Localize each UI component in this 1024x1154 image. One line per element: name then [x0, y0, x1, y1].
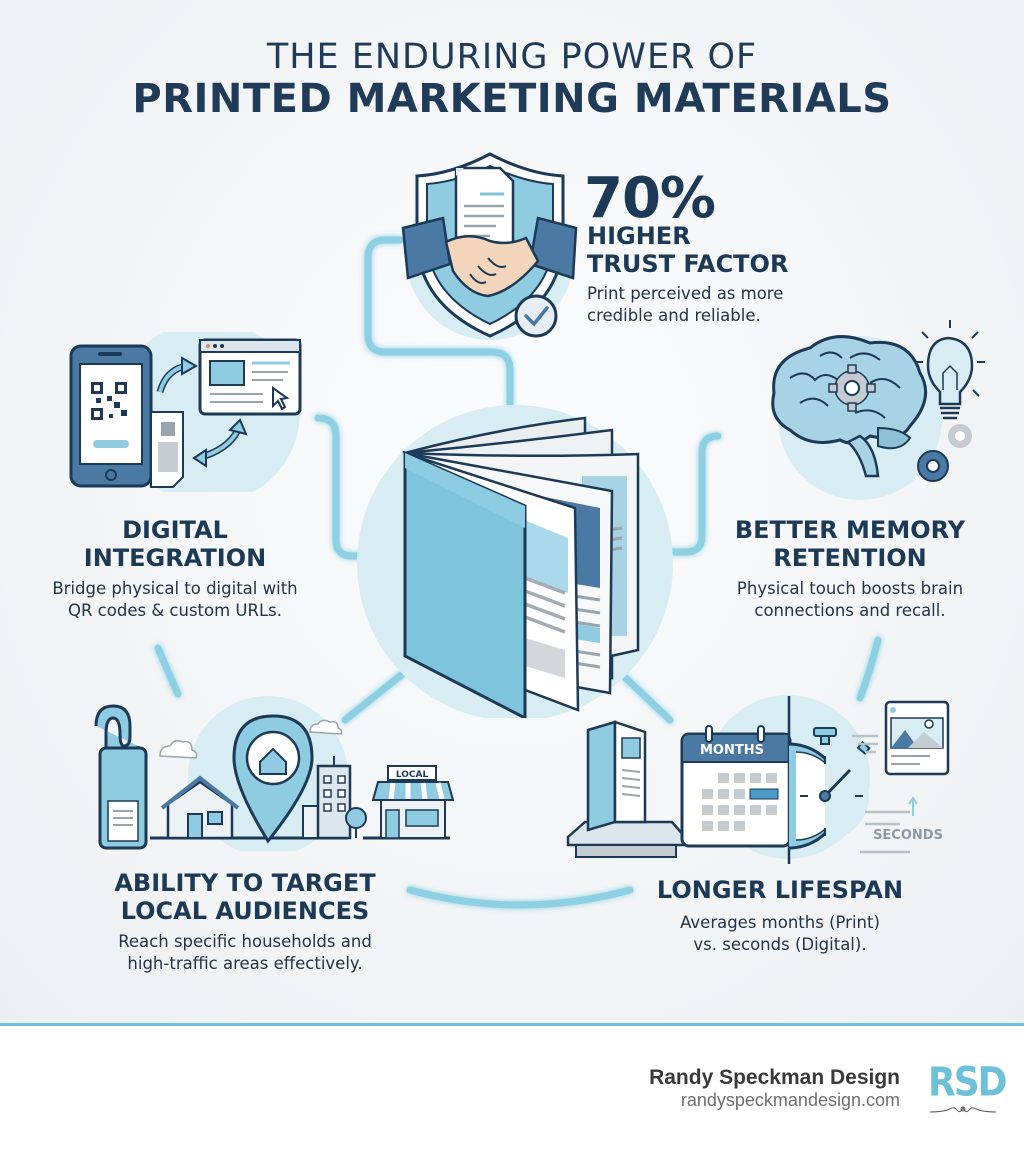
rsd-logo: RSD [928, 1060, 1008, 1122]
memory-desc-line-1: Physical touch boosts brain [736, 579, 964, 598]
open-brochure-icon [357, 405, 673, 718]
digital-desc-line-2: QR codes & custom URLs. [67, 601, 283, 620]
infographic-canvas: THE ENDURING POWER OF PRINTED MARKETING … [0, 0, 1024, 1024]
memory-heading-line-2: RETENTION [773, 544, 927, 572]
shield-handshake-icon [401, 152, 578, 340]
lifespan-desc-line-2: vs. seconds (Digital). [693, 935, 867, 954]
title-line-2: PRINTED MARKETING MATERIALS [132, 76, 892, 122]
local-desc-line-1: Reach specific households and [118, 932, 372, 951]
lifespan-heading: LONGER LIFESPAN [656, 876, 904, 904]
local-heading-line-2: LOCAL AUDIENCES [120, 897, 370, 925]
phone-qr-browser-icon [69, 332, 302, 492]
trust-heading-line-1: HIGHER [587, 222, 691, 250]
title-line-1: THE ENDURING POWER OF [266, 37, 758, 77]
brain-lightbulb-gears-icon [771, 320, 985, 500]
memory-desc-line-2: connections and recall. [754, 601, 946, 620]
digital-desc-line-1: Bridge physical to digital with [52, 579, 298, 598]
trust-desc-line-1: Print perceived as more [587, 284, 784, 303]
lifespan-desc-line-1: Averages months (Print) [680, 913, 880, 932]
digital-heading-line-2: INTEGRATION [83, 544, 267, 572]
footer-url[interactable]: randyspeckmandesign.com [680, 1090, 900, 1110]
seconds-label: SECONDS [873, 828, 943, 843]
footer-divider [0, 1023, 1024, 1026]
trust-desc-line-2: credible and reliable. [587, 306, 761, 325]
memory-heading-line-1: BETTER MEMORY [734, 516, 966, 544]
ornament-flourish-icon [929, 1106, 997, 1113]
local-desc-line-2: high-traffic areas effectively. [127, 954, 363, 973]
trust-stat: 70% [584, 166, 716, 231]
calendar-label: MONTHS [700, 743, 764, 758]
digital-heading-line-1: DIGITAL [122, 516, 228, 544]
calendar-stopwatch-icon: MONTHS SECONDS [566, 695, 950, 864]
trust-heading-line-2: TRUST FACTOR [587, 250, 789, 278]
logo-text: RSD [928, 1059, 1008, 1106]
footer-company-name: Randy Speckman Design [649, 1066, 900, 1089]
local-heading-line-1: ABILITY TO TARGET [114, 869, 376, 897]
store-sign-text: LOCAL [396, 770, 429, 780]
map-pin-neighborhood-icon: LOCAL [94, 696, 455, 851]
